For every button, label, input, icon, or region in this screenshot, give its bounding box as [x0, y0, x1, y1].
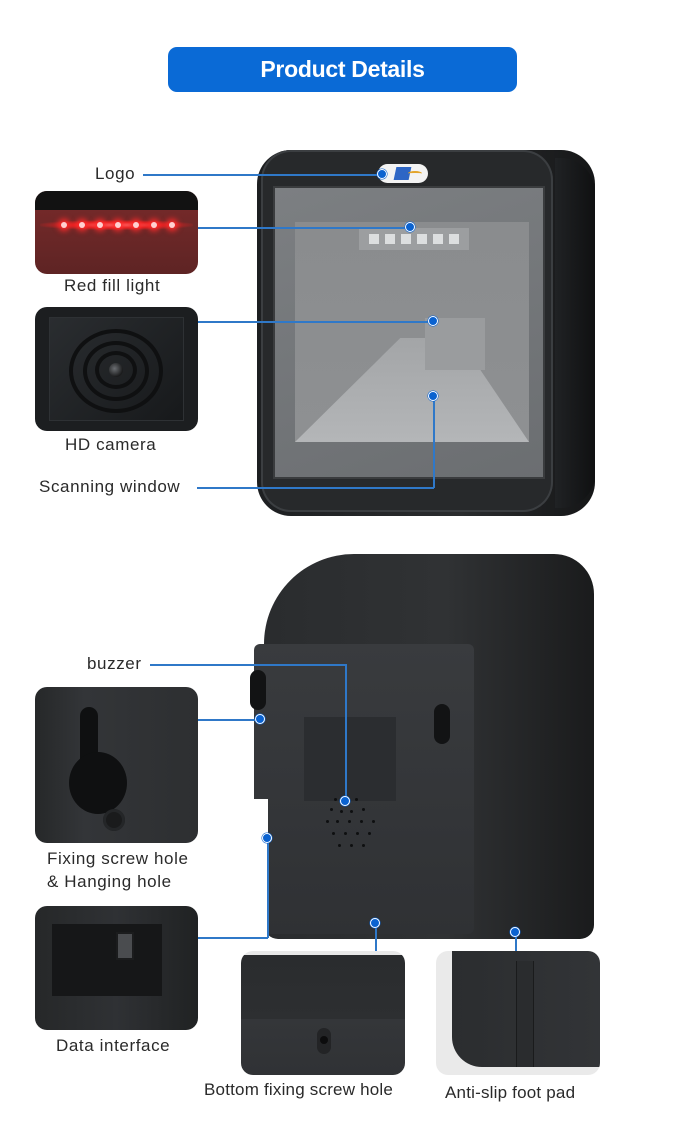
title-text: Product Details — [260, 56, 425, 82]
camera-lens-icon — [109, 363, 123, 377]
bottom-screw-icon — [317, 1028, 331, 1054]
back-label-area — [304, 717, 396, 801]
scanner-back-image — [250, 554, 594, 939]
callout-dot-buzzer — [340, 796, 350, 806]
callout-dot-foot-pad — [510, 927, 520, 937]
callout-line-fixing-screw-hole — [198, 719, 260, 721]
bottom-fixing-screw-hole-thumbnail — [241, 951, 405, 1075]
screw-icon — [103, 809, 125, 831]
callout-line-red-fill-light — [198, 227, 410, 229]
callout-line-buzzer-v — [345, 664, 347, 800]
callout-dot-red-fill-light — [405, 222, 415, 232]
callout-dot-bottom-screw — [370, 918, 380, 928]
callout-dot-data-interface — [262, 833, 272, 843]
hd-camera-thumbnail — [35, 307, 198, 431]
callout-dot-fixing-screw-hole — [255, 714, 265, 724]
label-logo: Logo — [95, 164, 136, 183]
logo-swoosh-icon — [408, 171, 422, 176]
callout-line-data-interface-v — [267, 838, 269, 938]
label-hanging-hole: & Hanging hole — [47, 872, 172, 891]
label-anti-slip-foot-pad: Anti-slip foot pad — [445, 1083, 576, 1102]
callout-line-bottom-screw — [375, 923, 377, 951]
logo-badge — [378, 164, 428, 183]
ethernet-port-icon — [116, 932, 134, 960]
hanging-hole-left — [250, 670, 266, 710]
foot-pad — [516, 961, 534, 1067]
scanner-bezel — [261, 150, 553, 512]
callout-line-buzzer-h — [150, 664, 346, 666]
label-red-fill-light: Red fill light — [64, 276, 161, 295]
label-hd-camera: HD camera — [65, 435, 157, 454]
label-data-interface: Data interface — [56, 1036, 171, 1055]
scanner-front-image — [257, 150, 595, 516]
callout-line-data-interface-h — [198, 937, 268, 939]
callout-dot-logo — [377, 169, 387, 179]
label-scanning-window: Scanning window — [39, 477, 181, 496]
callout-line-scanning-window-v — [433, 396, 435, 488]
red-fill-light-thumbnail — [35, 191, 198, 274]
callout-line-logo — [143, 174, 383, 176]
camera-module — [425, 318, 485, 370]
label-bottom-fixing-screw-hole: Bottom fixing screw hole — [204, 1080, 394, 1099]
callout-dot-hd-camera — [428, 316, 438, 326]
anti-slip-foot-pad-thumbnail — [436, 951, 600, 1075]
scanner-side — [555, 158, 595, 508]
led-strip — [359, 228, 469, 250]
data-interface-thumbnail — [35, 906, 198, 1030]
label-fixing-screw-hole: Fixing screw hole — [47, 849, 189, 868]
fixing-screw-hole-thumbnail — [35, 687, 198, 843]
label-buzzer: buzzer — [87, 654, 142, 673]
callout-line-foot-pad — [515, 932, 517, 951]
callout-line-scanning-window-h — [197, 487, 434, 489]
callout-line-hd-camera — [198, 321, 430, 323]
hanging-hole-right — [434, 704, 450, 744]
scanning-window — [273, 186, 545, 479]
callout-dot-scanning-window — [428, 391, 438, 401]
product-details-title: Product Details — [168, 47, 517, 92]
